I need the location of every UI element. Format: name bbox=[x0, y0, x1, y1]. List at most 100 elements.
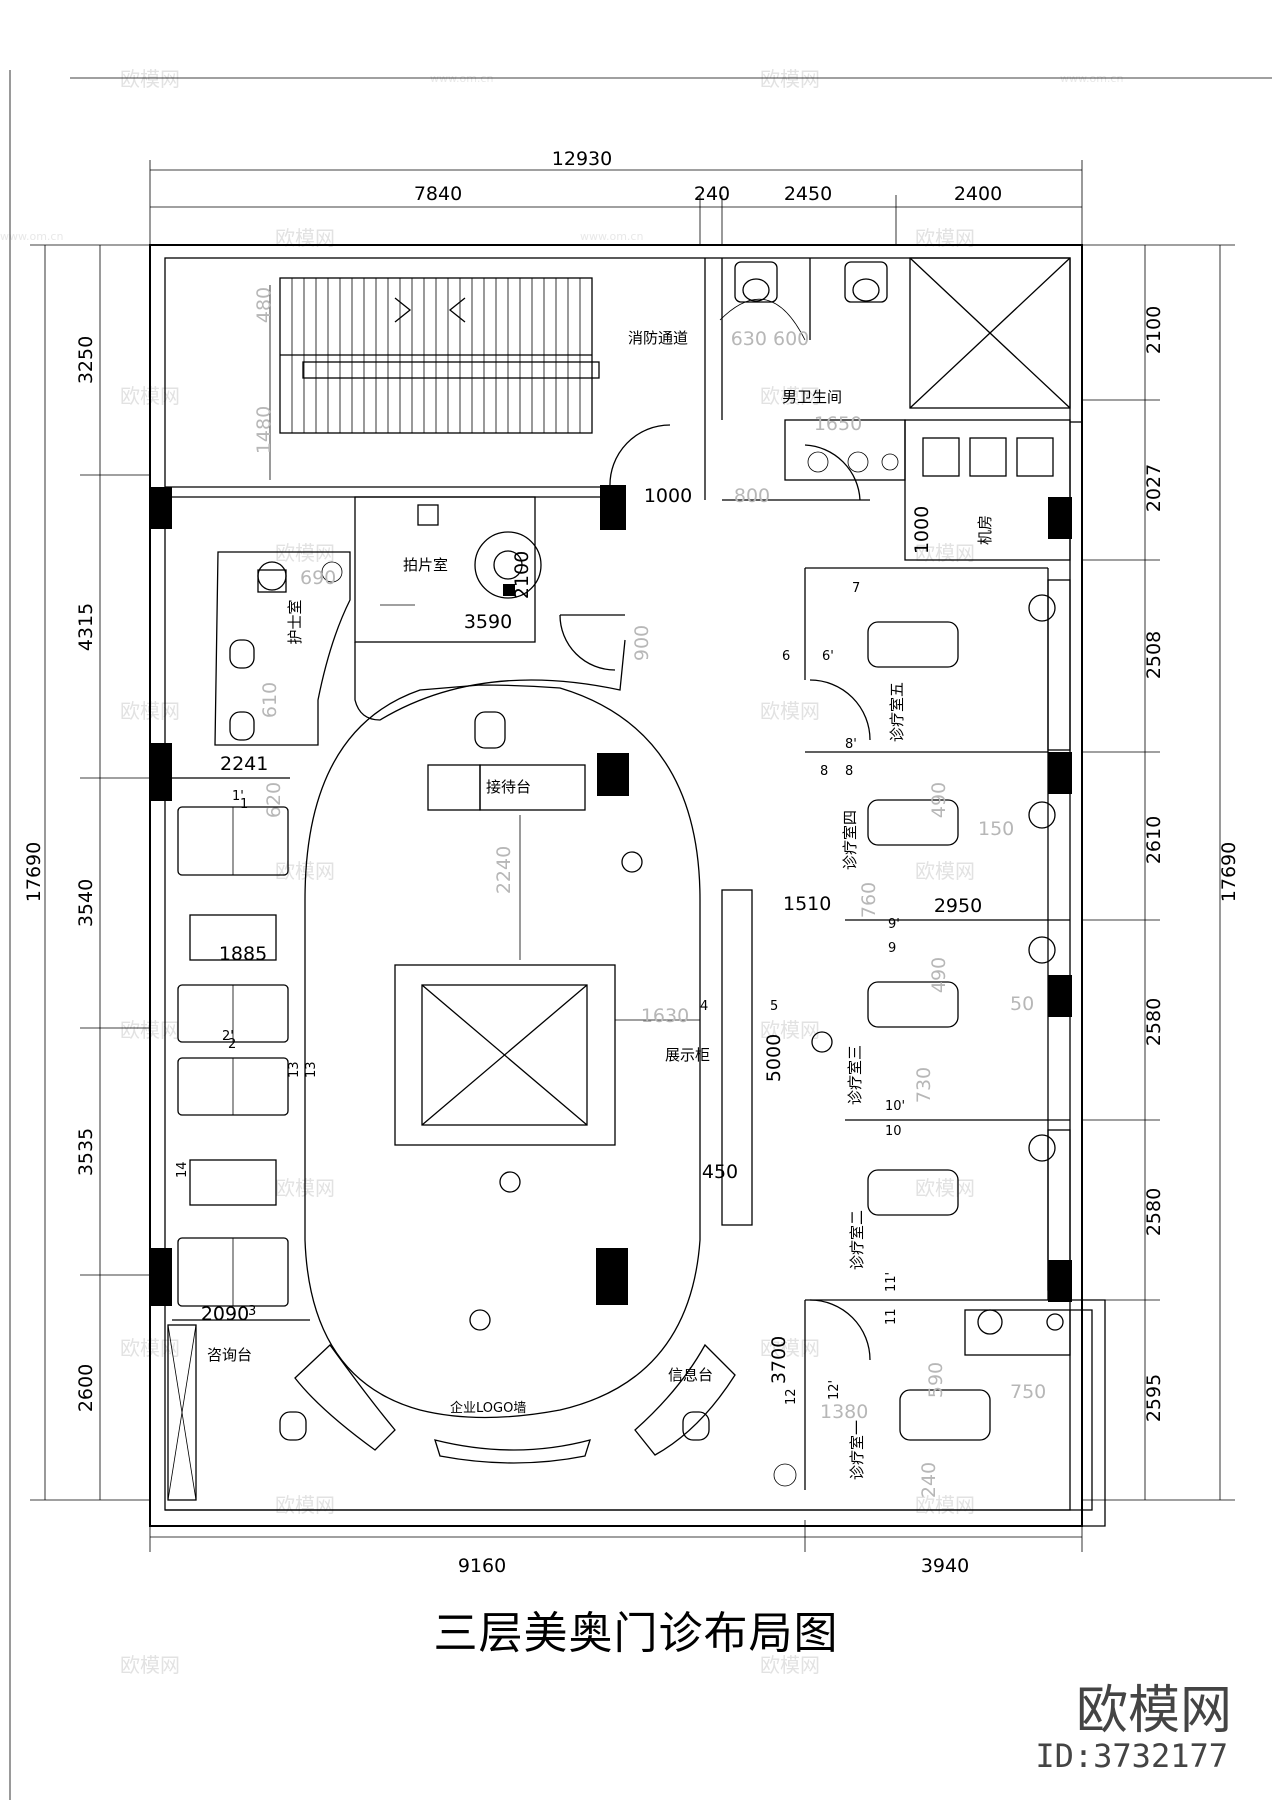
lobby: 接待台 2240 1630 咨询台 信息台 企业LOGO墙 bbox=[207, 684, 833, 1464]
watermark-url: www.om.cn bbox=[580, 230, 643, 243]
dim-480: 480 bbox=[253, 287, 275, 323]
dim-900: 900 bbox=[631, 625, 653, 661]
marker: 8 bbox=[845, 764, 853, 779]
dim-right-3: 2508 bbox=[1143, 631, 1165, 679]
dim-2100: 2100 bbox=[511, 551, 533, 599]
marker: 3 bbox=[248, 1304, 256, 1319]
watermark-text: 欧模网 bbox=[760, 1336, 820, 1360]
watermark-text: 欧模网 bbox=[760, 1653, 820, 1677]
dim-1000-machine: 1000 bbox=[911, 506, 933, 554]
top-dimensions: 12930 7840 240 2450 2400 bbox=[149, 148, 1083, 245]
elevator-machine: 机房 1000 bbox=[904, 257, 1071, 561]
dim-right-5: 2580 bbox=[1143, 998, 1165, 1046]
room-treat2: 诊疗室二 bbox=[848, 1210, 866, 1270]
room-treat4: 诊疗室四 bbox=[841, 810, 859, 870]
dim-5000: 5000 bbox=[763, 1034, 785, 1082]
outer-walls bbox=[149, 244, 1106, 1527]
stairwell: 480 1480 消防通道 bbox=[165, 277, 688, 498]
dim-490b: 490 bbox=[928, 957, 950, 993]
brand-logo-text: 欧模网 bbox=[1075, 1681, 1232, 1741]
section-markers: 1 1' 2 2' 3 4 5 6 6' 7 8' 8 8 9' 9 10' 1… bbox=[175, 581, 905, 1405]
marker: 9 bbox=[888, 941, 896, 956]
waiting-area: 1885 2090 bbox=[167, 806, 310, 1501]
dim-690: 690 bbox=[300, 567, 336, 589]
drawing-title: 三层美奥门诊布局图 bbox=[433, 1608, 839, 1659]
marker: 12' bbox=[827, 1380, 842, 1400]
dim-1650: 1650 bbox=[814, 413, 862, 435]
bottom-dimensions: 9160 3940 bbox=[149, 1520, 1083, 1577]
marker: 8 bbox=[820, 764, 828, 779]
marker: 12 bbox=[784, 1388, 799, 1405]
watermark-url: www.om.cn bbox=[430, 72, 493, 85]
dim-240: 240 bbox=[918, 1462, 940, 1498]
dim-top-total: 12930 bbox=[552, 148, 612, 170]
label-info-desk: 信息台 bbox=[668, 1366, 713, 1384]
structural-columns bbox=[150, 485, 1072, 1306]
marker: 1' bbox=[232, 789, 244, 804]
label-reception: 接待台 bbox=[486, 778, 531, 796]
xray-room: 拍片室 2100 3590 900 bbox=[354, 496, 653, 721]
watermark-text: 欧模网 bbox=[915, 1493, 975, 1517]
dim-620: 620 bbox=[263, 782, 285, 818]
marker: 8' bbox=[845, 737, 857, 752]
dim-2090: 2090 bbox=[201, 1303, 249, 1325]
dim-630-600: 630 600 bbox=[731, 328, 810, 350]
dim-right-4: 2610 bbox=[1143, 816, 1165, 864]
dim-top-4: 2400 bbox=[954, 183, 1002, 205]
dim-left-4: 3535 bbox=[75, 1128, 97, 1176]
dim-3590: 3590 bbox=[464, 611, 512, 633]
right-dimensions: 17690 2100 2027 2508 2610 2580 2580 2595 bbox=[1082, 244, 1240, 1501]
mens-wc: 630 600 男卫生间 1650 1000 800 bbox=[609, 258, 906, 507]
dim-right-7: 2595 bbox=[1143, 1374, 1165, 1422]
dim-2240: 2240 bbox=[493, 846, 515, 894]
room-nurse: 护士室 bbox=[286, 599, 304, 644]
marker: 1 bbox=[240, 797, 248, 812]
dim-590: 590 bbox=[925, 1362, 947, 1398]
watermark-text: 欧模网 bbox=[275, 541, 335, 565]
left-dimensions: 17690 3250 4315 3540 3535 2600 bbox=[23, 244, 150, 1501]
marker: 2' bbox=[222, 1029, 234, 1044]
dim-50: 50 bbox=[1010, 993, 1034, 1015]
dim-2241: 2241 bbox=[220, 753, 268, 775]
dim-1885: 1885 bbox=[219, 943, 267, 965]
dim-left-3: 3540 bbox=[75, 879, 97, 927]
watermark-text: 欧模网 bbox=[915, 226, 975, 250]
dim-1510: 1510 bbox=[783, 893, 831, 915]
marker: 6' bbox=[822, 649, 834, 664]
room-mens-wc: 男卫生间 bbox=[782, 388, 842, 406]
dim-490a: 490 bbox=[928, 782, 950, 818]
dim-760: 760 bbox=[858, 882, 880, 918]
dim-750: 750 bbox=[1010, 1381, 1046, 1403]
watermark-text: 欧模网 bbox=[760, 1018, 820, 1042]
dim-left-2: 4315 bbox=[75, 603, 97, 651]
marker: 11 bbox=[884, 1308, 899, 1325]
dim-730: 730 bbox=[913, 1067, 935, 1103]
marker: 5 bbox=[770, 999, 778, 1014]
dim-2950: 2950 bbox=[934, 895, 982, 917]
watermark-text: 欧模网 bbox=[760, 384, 820, 408]
marker: 13 bbox=[287, 1061, 302, 1078]
dim-right-6: 2580 bbox=[1143, 1188, 1165, 1236]
dim-left-1: 3250 bbox=[75, 336, 97, 384]
marker: 7 bbox=[852, 581, 860, 596]
watermark-url: www.om.cn bbox=[0, 230, 63, 243]
label-consult-desk: 咨询台 bbox=[207, 1346, 252, 1364]
label-display-cabinet: 展示柜 bbox=[665, 1046, 710, 1064]
dim-top-2: 240 bbox=[694, 183, 730, 205]
dim-800: 800 bbox=[734, 485, 770, 507]
dim-3700: 3700 bbox=[768, 1336, 790, 1384]
treatment-rooms: 2950 诊疗室五 诊疗室四 490 150 760 490 50 诊疗室三 7… bbox=[768, 567, 1071, 1498]
dim-610: 610 bbox=[259, 682, 281, 718]
watermark-text: 欧模网 bbox=[120, 67, 180, 91]
marker: 6 bbox=[782, 649, 790, 664]
dim-bottom-2: 3940 bbox=[921, 1555, 969, 1577]
marker: 2 bbox=[228, 1037, 236, 1052]
watermark-text: 欧模网 bbox=[275, 226, 335, 250]
room-fire-exit: 消防通道 bbox=[628, 329, 688, 347]
watermark-url: www.om.cn bbox=[1060, 72, 1123, 85]
dim-1480: 1480 bbox=[253, 406, 275, 454]
label-logo-wall: 企业LOGO墙 bbox=[450, 1400, 526, 1416]
dim-450: 450 bbox=[702, 1161, 738, 1183]
marker: 14 bbox=[175, 1161, 190, 1178]
